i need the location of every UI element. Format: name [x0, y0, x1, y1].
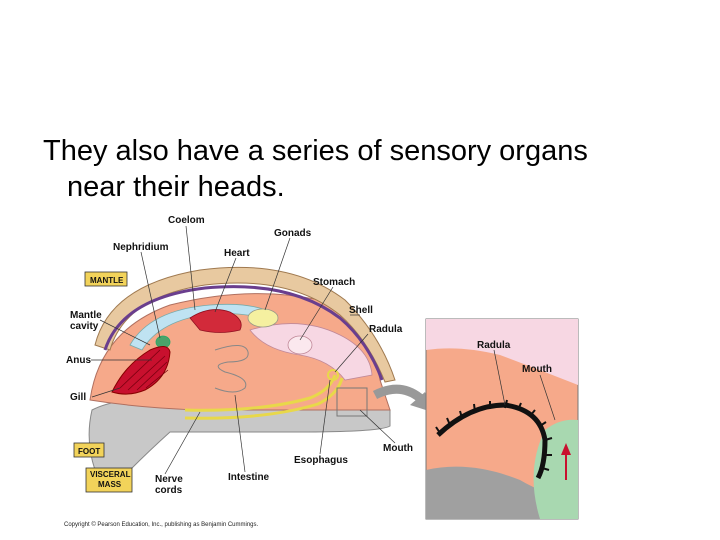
label-inset-radula: Radula: [477, 340, 511, 351]
label-intestine: Intestine: [228, 472, 270, 483]
foot-key-label: FOOT: [78, 447, 100, 456]
heart: [189, 309, 242, 333]
label-radula: Radula: [369, 324, 403, 335]
mantle-key-box: [84, 271, 128, 287]
inset-radula: [436, 402, 548, 480]
label-gonads: Gonads: [274, 228, 312, 239]
label-anus: Anus: [66, 355, 91, 366]
visceral-key-label-1: VISCERAL: [90, 470, 131, 479]
label-coelom: Coelom: [168, 215, 205, 226]
label-mantle: Mantle: [70, 310, 102, 321]
label-cavity: cavity: [70, 321, 99, 332]
visceral-key-label-2: MASS: [98, 480, 122, 489]
label-mouth: Mouth: [383, 443, 413, 454]
slide-text-line-1: They also have a series of sensory organ…: [43, 135, 588, 167]
label-heart: Heart: [224, 248, 250, 259]
mantle-edge: [103, 285, 384, 381]
visceral-key-box: [85, 467, 133, 493]
label-nerve: Nerve: [155, 474, 183, 485]
radula-inset: [425, 318, 579, 520]
label-cords: cords: [155, 485, 183, 496]
slide-body-text: They also have a series of sensory organ…: [43, 133, 693, 205]
zoom-arrow: [372, 384, 423, 402]
esophagus: [327, 369, 339, 381]
label-gill: Gill: [70, 392, 86, 403]
label-stomach: Stomach: [313, 277, 355, 288]
gonads: [247, 308, 279, 328]
label-nephridium: Nephridium: [113, 242, 169, 253]
mouth-highlight: [336, 387, 368, 417]
stomach: [249, 323, 373, 381]
label-inset-mouth: Mouth: [522, 364, 552, 375]
mantle-key-label: MANTLE: [90, 276, 124, 285]
label-esophagus: Esophagus: [294, 455, 348, 466]
label-shell: Shell: [349, 305, 373, 316]
shell: [94, 266, 396, 383]
foot-key-box: [73, 442, 105, 458]
copyright-notice: Copyright © Pearson Education, Inc., pub…: [64, 522, 259, 528]
digestive-gland: [287, 335, 313, 355]
slide-text-line-2: near their heads.: [67, 171, 285, 203]
leader-lines: [91, 225, 556, 475]
